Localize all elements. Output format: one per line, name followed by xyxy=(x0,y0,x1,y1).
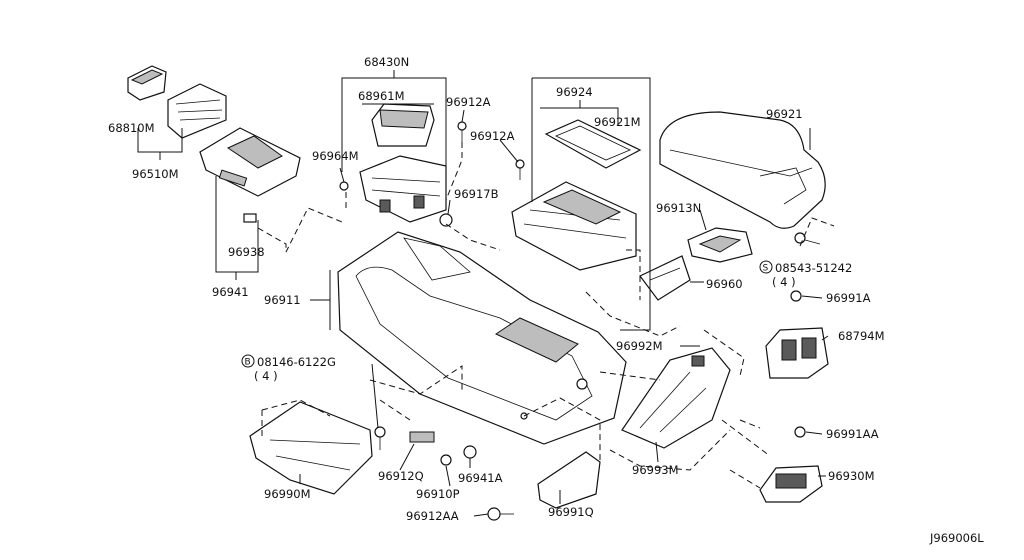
label-96912Q: 96912Q xyxy=(378,469,424,483)
part-68810M-drawing xyxy=(127,65,167,101)
label-96991Q: 96991Q xyxy=(548,505,594,519)
label-96990M: 96990M xyxy=(264,487,311,501)
label-96924: 96924 xyxy=(556,85,593,99)
label-08146-6122G: 08146-6122G xyxy=(257,355,336,369)
leader-lines xyxy=(137,70,829,517)
part-96913N-drawing xyxy=(687,227,753,263)
part-96510M-drawing xyxy=(167,83,227,139)
label-96930M: 96930M xyxy=(828,469,875,483)
label-96960: 96960 xyxy=(706,277,743,291)
part-96930M-drawing xyxy=(759,465,823,503)
label-96993M: 96993M xyxy=(632,463,679,477)
part-68794M-drawing xyxy=(765,327,829,379)
label-96912A-lower: 96912A xyxy=(470,129,515,143)
part-96990M-drawing xyxy=(249,401,373,495)
label-96921: 96921 xyxy=(766,107,803,121)
part-96921-drawing xyxy=(659,111,826,229)
diagram-id: J969006L xyxy=(929,531,984,545)
label-08146-qty: ( 4 ) xyxy=(254,369,278,383)
label-08543-51242: 08543-51242 xyxy=(775,261,852,275)
label-96964M: 96964M xyxy=(312,149,359,163)
label-96910P: 96910P xyxy=(416,487,460,501)
fastener-drawings xyxy=(374,232,821,521)
part-96911-drawing xyxy=(337,231,627,445)
label-96913N: 96913N xyxy=(656,201,701,215)
part-labels: 68810M 96510M 68430N 68961M 96964M 96912… xyxy=(108,55,984,545)
part-96993M-drawing xyxy=(621,347,731,449)
part-96924-drawing xyxy=(511,119,642,271)
part-96964M-drawing xyxy=(339,155,447,223)
dashed-assembly-lines xyxy=(257,142,835,489)
label-96991AA: 96991AA xyxy=(826,427,879,441)
label-96921M: 96921M xyxy=(594,115,641,129)
part-68961M-drawing xyxy=(371,103,435,147)
label-96912AA: 96912AA xyxy=(406,509,459,523)
label-96941: 96941 xyxy=(212,285,249,299)
label-96510M: 96510M xyxy=(132,167,179,181)
screw-symbol-s: S xyxy=(759,260,773,274)
label-96992M: 96992M xyxy=(616,339,663,353)
bolt-symbol-b: B xyxy=(241,354,255,368)
part-96991Q-drawing xyxy=(537,451,601,509)
part-96941-drawing xyxy=(199,127,301,223)
label-96911: 96911 xyxy=(264,293,301,307)
label-68961M: 68961M xyxy=(358,89,405,103)
label-68810M: 68810M xyxy=(108,121,155,135)
label-68430N: 68430N xyxy=(364,55,409,69)
label-96991A: 96991A xyxy=(826,291,871,305)
part-96960-drawing xyxy=(639,255,691,301)
label-68794M: 68794M xyxy=(838,329,885,343)
bolt-symbol-letter: B xyxy=(245,358,251,368)
screw-symbol-letter: S xyxy=(763,264,769,274)
label-96917B: 96917B xyxy=(454,187,499,201)
clip-drawings xyxy=(439,121,525,227)
label-08543-qty: ( 4 ) xyxy=(772,275,796,289)
label-96941A: 96941A xyxy=(458,471,503,485)
label-96938: 96938 xyxy=(228,245,265,259)
label-96912A-upper: 96912A xyxy=(446,95,491,109)
